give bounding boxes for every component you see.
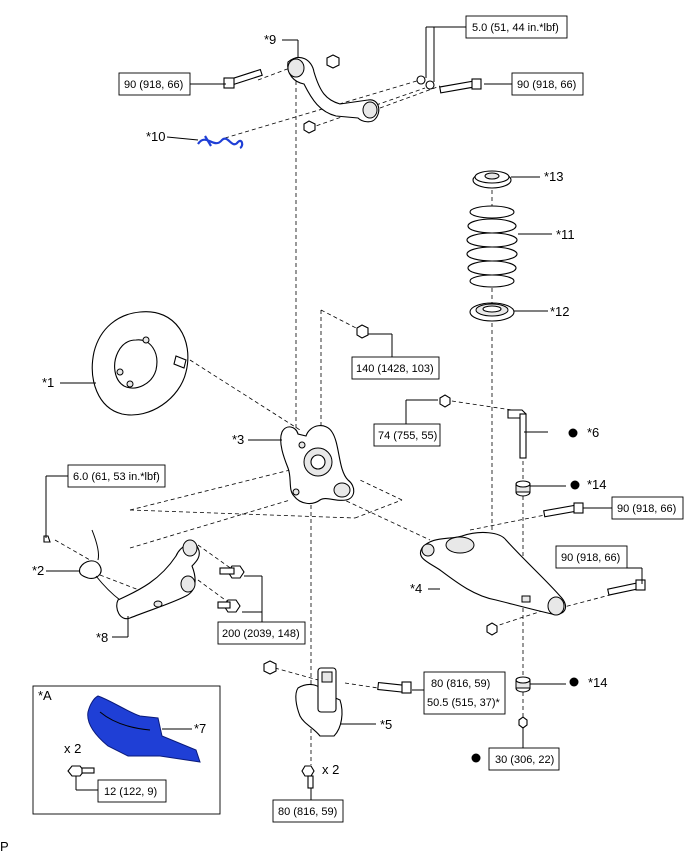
coil-spring bbox=[466, 205, 518, 288]
torque-box-12: 12 (122, 9) bbox=[97, 779, 167, 803]
rear-undercover bbox=[87, 695, 201, 763]
torque-box-30: 30 (306, 22) bbox=[488, 747, 560, 771]
callout-9: *9 bbox=[264, 32, 276, 47]
torque-text: 200 (2039, 148) bbox=[222, 628, 300, 640]
replace-marker-dot bbox=[471, 753, 481, 763]
callout-10: *10 bbox=[146, 129, 166, 144]
callout-12: *12 bbox=[550, 304, 570, 319]
torque-box-90-upper-left: 90 (918, 66) bbox=[118, 72, 191, 96]
bushing-lower bbox=[515, 676, 531, 729]
torque-box-74: 74 (755, 55) bbox=[373, 423, 441, 447]
callout-8: *8 bbox=[96, 630, 108, 645]
torque-box-80-50-5: 80 (816, 59) 50.5 (515, 37)* bbox=[423, 671, 506, 715]
shock-absorber-bracket bbox=[263, 660, 412, 789]
callout-6: *6 bbox=[587, 425, 599, 440]
replace-marker-dot bbox=[568, 428, 578, 438]
torque-box-200: 200 (2039, 148) bbox=[217, 621, 306, 645]
torque-box-90-mid: 90 (918, 66) bbox=[611, 496, 684, 520]
torque-text: 5.0 (51, 44 in.*lbf) bbox=[472, 22, 559, 34]
speed-sensor bbox=[43, 529, 121, 601]
torque-text: 74 (755, 55) bbox=[378, 430, 437, 442]
wire-harness-clip bbox=[197, 135, 244, 149]
torque-text: 80 (816, 59) bbox=[278, 806, 337, 818]
backing-plate bbox=[91, 311, 189, 416]
torque-text: 50.5 (515, 37)* bbox=[427, 697, 500, 709]
lower-arm-bolts bbox=[486, 502, 646, 636]
quantity-bottom: x 2 bbox=[322, 762, 339, 777]
callout-11: *11 bbox=[556, 227, 575, 242]
callout-5: *5 bbox=[380, 717, 392, 732]
lower-spring-insulator bbox=[469, 302, 515, 322]
torque-text: 90 (918, 66) bbox=[517, 79, 576, 91]
upper-arm-hardware bbox=[223, 54, 482, 134]
torque-text: 90 (918, 66) bbox=[124, 79, 183, 91]
torque-text: 90 (918, 66) bbox=[561, 552, 620, 564]
replace-marker-dot bbox=[569, 677, 579, 687]
torque-box-90-upper-right: 90 (918, 66) bbox=[511, 72, 584, 96]
torque-text: 12 (122, 9) bbox=[104, 786, 157, 798]
callout-a: *A bbox=[38, 688, 52, 703]
replace-marker-dot bbox=[570, 480, 580, 490]
upper-control-arm bbox=[287, 57, 380, 123]
torque-box-140: 140 (1428, 103) bbox=[351, 356, 440, 380]
upper-spring-insulator bbox=[472, 170, 512, 189]
torque-text: 140 (1428, 103) bbox=[356, 363, 434, 375]
callout-13: *13 bbox=[544, 169, 564, 184]
torque-box-90-lower: 90 (918, 66) bbox=[555, 545, 628, 569]
callout-14-upper: *14 bbox=[587, 477, 607, 492]
rear-axle-carrier bbox=[280, 425, 355, 505]
torque-box-80-bottom: 80 (816, 59) bbox=[272, 799, 344, 823]
torque-text: 90 (918, 66) bbox=[617, 503, 676, 515]
lower-link-bolts bbox=[217, 565, 245, 613]
callout-2: *2 bbox=[32, 563, 44, 578]
callout-14-lower: *14 bbox=[588, 675, 608, 690]
lower-suspension-arm bbox=[420, 531, 567, 616]
leader-lines bbox=[45, 26, 643, 800]
stabilizer-link bbox=[439, 394, 527, 459]
torque-box-5-0: 5.0 (51, 44 in.*lbf) bbox=[465, 15, 568, 39]
bushing-upper bbox=[515, 480, 531, 497]
quantity-inset: x 2 bbox=[64, 741, 81, 756]
torque-text: 80 (816, 59) bbox=[431, 678, 490, 690]
lower-link-arm bbox=[116, 539, 200, 620]
callout-4: *4 bbox=[410, 581, 422, 596]
knuckle-nut bbox=[356, 324, 369, 339]
callout-7: *7 bbox=[194, 721, 206, 736]
torque-text: 30 (306, 22) bbox=[495, 754, 554, 766]
torque-text: 6.0 (61, 53 in.*lbf) bbox=[73, 471, 160, 483]
torque-box-6-0: 6.0 (61, 53 in.*lbf) bbox=[67, 464, 166, 488]
callout-3: *3 bbox=[232, 432, 244, 447]
figure-code: P bbox=[0, 839, 9, 852]
callout-1: *1 bbox=[42, 375, 54, 390]
